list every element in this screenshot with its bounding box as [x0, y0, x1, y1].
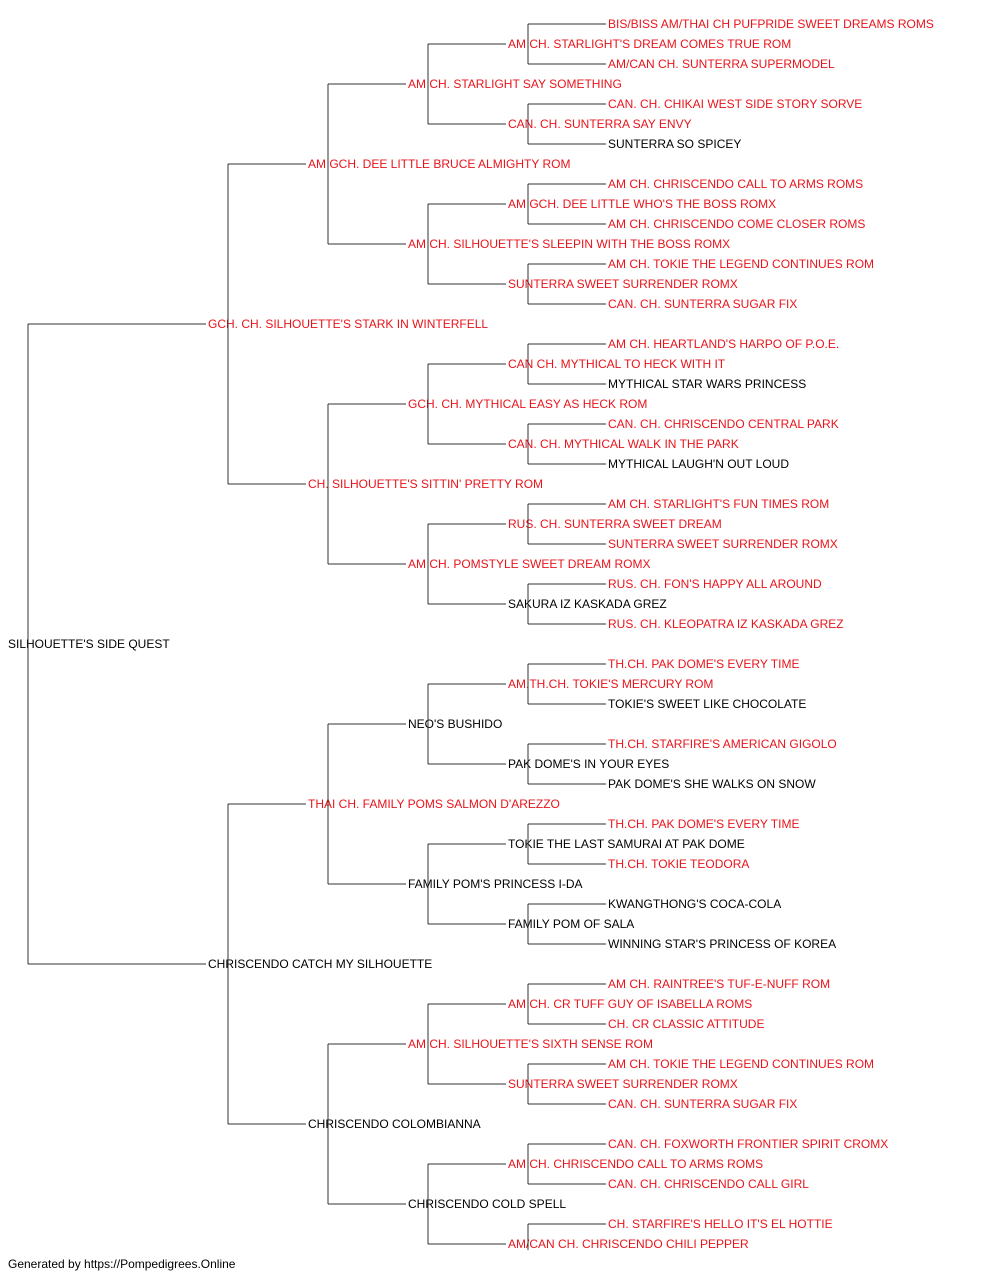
ancestor-name: AM CH. TOKIE THE LEGEND CONTINUES ROM: [608, 1057, 874, 1071]
ancestor-name: SUNTERRA SWEET SURRENDER ROMX: [508, 1077, 738, 1091]
ancestor-name: CAN. CH. SUNTERRA SAY ENVY: [508, 117, 692, 131]
ancestor-name: AM.TH.CH. TOKIE'S MERCURY ROM: [508, 677, 713, 691]
ancestor-name: AM CH. STARLIGHT'S FUN TIMES ROM: [608, 497, 829, 511]
ancestor-name: AM CH. TOKIE THE LEGEND CONTINUES ROM: [608, 257, 874, 271]
ancestor-name: TOKIE'S SWEET LIKE CHOCOLATE: [608, 697, 806, 711]
ancestor-name: KWANGTHONG'S COCA-COLA: [608, 897, 781, 911]
ancestor-name: SUNTERRA SWEET SURRENDER ROMX: [508, 277, 738, 291]
ancestor-name: AM CH. SILHOUETTE'S SIXTH SENSE ROM: [408, 1037, 653, 1051]
ancestor-name: CAN. CH. SUNTERRA SUGAR FIX: [608, 297, 797, 311]
ancestor-name: TH.CH. TOKIE TEODORA: [608, 857, 749, 871]
ancestor-name: CHRISCENDO COLOMBIANNA: [308, 1117, 481, 1131]
ancestor-name: PAK DOME'S IN YOUR EYES: [508, 757, 669, 771]
ancestor-name: TH.CH. STARFIRE'S AMERICAN GIGOLO: [608, 737, 837, 751]
ancestor-name: PAK DOME'S SHE WALKS ON SNOW: [608, 777, 816, 791]
ancestor-name: CHRISCENDO CATCH MY SILHOUETTE: [208, 957, 432, 971]
ancestor-name: FAMILY POM'S PRINCESS I-DA: [408, 877, 583, 891]
ancestor-name: AM CH. STARLIGHT'S DREAM COMES TRUE ROM: [508, 37, 791, 51]
subject-name: SILHOUETTE'S SIDE QUEST: [8, 637, 170, 651]
ancestor-name: AM CH. HEARTLAND'S HARPO OF P.O.E.: [608, 337, 839, 351]
ancestor-name: SUNTERRA SWEET SURRENDER ROMX: [608, 537, 838, 551]
ancestor-name: TH.CH. PAK DOME'S EVERY TIME: [608, 657, 799, 671]
ancestor-name: AM CH. CR TUFF GUY OF ISABELLA ROMS: [508, 997, 752, 1011]
ancestor-name: CHRISCENDO COLD SPELL: [408, 1197, 566, 1211]
ancestor-name: CH. CR CLASSIC ATTITUDE: [608, 1017, 764, 1031]
ancestor-name: AM CH. CHRISCENDO COME CLOSER ROMS: [608, 217, 865, 231]
ancestor-name: SAKURA IZ KASKADA GREZ: [508, 597, 667, 611]
ancestor-name: CH. STARFIRE'S HELLO IT'S EL HOTTIE: [608, 1217, 833, 1231]
ancestor-name: CAN. CH. CHIKAI WEST SIDE STORY SORVE: [608, 97, 862, 111]
ancestor-name: CAN. CH. CHRISCENDO CENTRAL PARK: [608, 417, 839, 431]
ancestor-name: AM/CAN CH. SUNTERRA SUPERMODEL: [608, 57, 835, 71]
ancestor-name: CAN. CH. SUNTERRA SUGAR FIX: [608, 1097, 797, 1111]
ancestor-name: TH.CH. PAK DOME'S EVERY TIME: [608, 817, 799, 831]
ancestor-name: FAMILY POM OF SALA: [508, 917, 634, 931]
ancestor-name: RUS. CH. KLEOPATRA IZ KASKADA GREZ: [608, 617, 844, 631]
ancestor-name: AM CH. SILHOUETTE'S SLEEPIN WITH THE BOS…: [408, 237, 730, 251]
ancestor-name: CAN. CH. CHRISCENDO CALL GIRL: [608, 1177, 809, 1191]
ancestor-name: NEO'S BUSHIDO: [408, 717, 502, 731]
ancestor-name: RUS. CH. FON'S HAPPY ALL AROUND: [608, 577, 822, 591]
ancestor-name: TOKIE THE LAST SAMURAI AT PAK DOME: [508, 837, 745, 851]
ancestor-name: RUS. CH. SUNTERRA SWEET DREAM: [508, 517, 722, 531]
footer-credit: Generated by https://Pompedigrees.Online: [8, 1257, 236, 1271]
ancestor-name: CH. SILHOUETTE'S SITTIN' PRETTY ROM: [308, 477, 543, 491]
ancestor-name: AM CH. CHRISCENDO CALL TO ARMS ROMS: [608, 177, 863, 191]
ancestor-name: GCH. CH. SILHOUETTE'S STARK IN WINTERFEL…: [208, 317, 488, 331]
ancestor-name: CAN. CH. FOXWORTH FRONTIER SPIRIT CROMX: [608, 1137, 888, 1151]
ancestor-name: AM CH. CHRISCENDO CALL TO ARMS ROMS: [508, 1157, 763, 1171]
ancestor-name: GCH. CH. MYTHICAL EASY AS HECK ROM: [408, 397, 647, 411]
ancestor-name: AM GCH. DEE LITTLE BRUCE ALMIGHTY ROM: [308, 157, 571, 171]
ancestor-name: CAN CH. MYTHICAL TO HECK WITH IT: [508, 357, 726, 371]
ancestor-name: AM CH. RAINTREE'S TUF-E-NUFF ROM: [608, 977, 830, 991]
ancestor-name: AM/CAN CH. CHRISCENDO CHILI PEPPER: [508, 1237, 749, 1250]
ancestor-name: CAN. CH. MYTHICAL WALK IN THE PARK: [508, 437, 739, 451]
ancestor-name: MYTHICAL LAUGH'N OUT LOUD: [608, 457, 789, 471]
ancestor-name: AM GCH. DEE LITTLE WHO'S THE BOSS ROMX: [508, 197, 776, 211]
ancestor-name: BIS/BISS AM/THAI CH PUFPRIDE SWEET DREAM…: [608, 17, 934, 31]
ancestor-name: AM CH. STARLIGHT SAY SOMETHING: [408, 77, 622, 91]
pedigree-tree: SILHOUETTE'S SIDE QUEST GCH. CH. SILHOUET…: [8, 17, 934, 1250]
ancestor-name: MYTHICAL STAR WARS PRINCESS: [608, 377, 806, 391]
ancestor-name: SUNTERRA SO SPICEY: [608, 137, 741, 151]
ancestor-name: AM CH. POMSTYLE SWEET DREAM ROMX: [408, 557, 650, 571]
ancestor-name: THAI CH. FAMILY POMS SALMON D'AREZZO: [308, 797, 560, 811]
ancestor-name: WINNING STAR'S PRINCESS OF KOREA: [608, 937, 836, 951]
